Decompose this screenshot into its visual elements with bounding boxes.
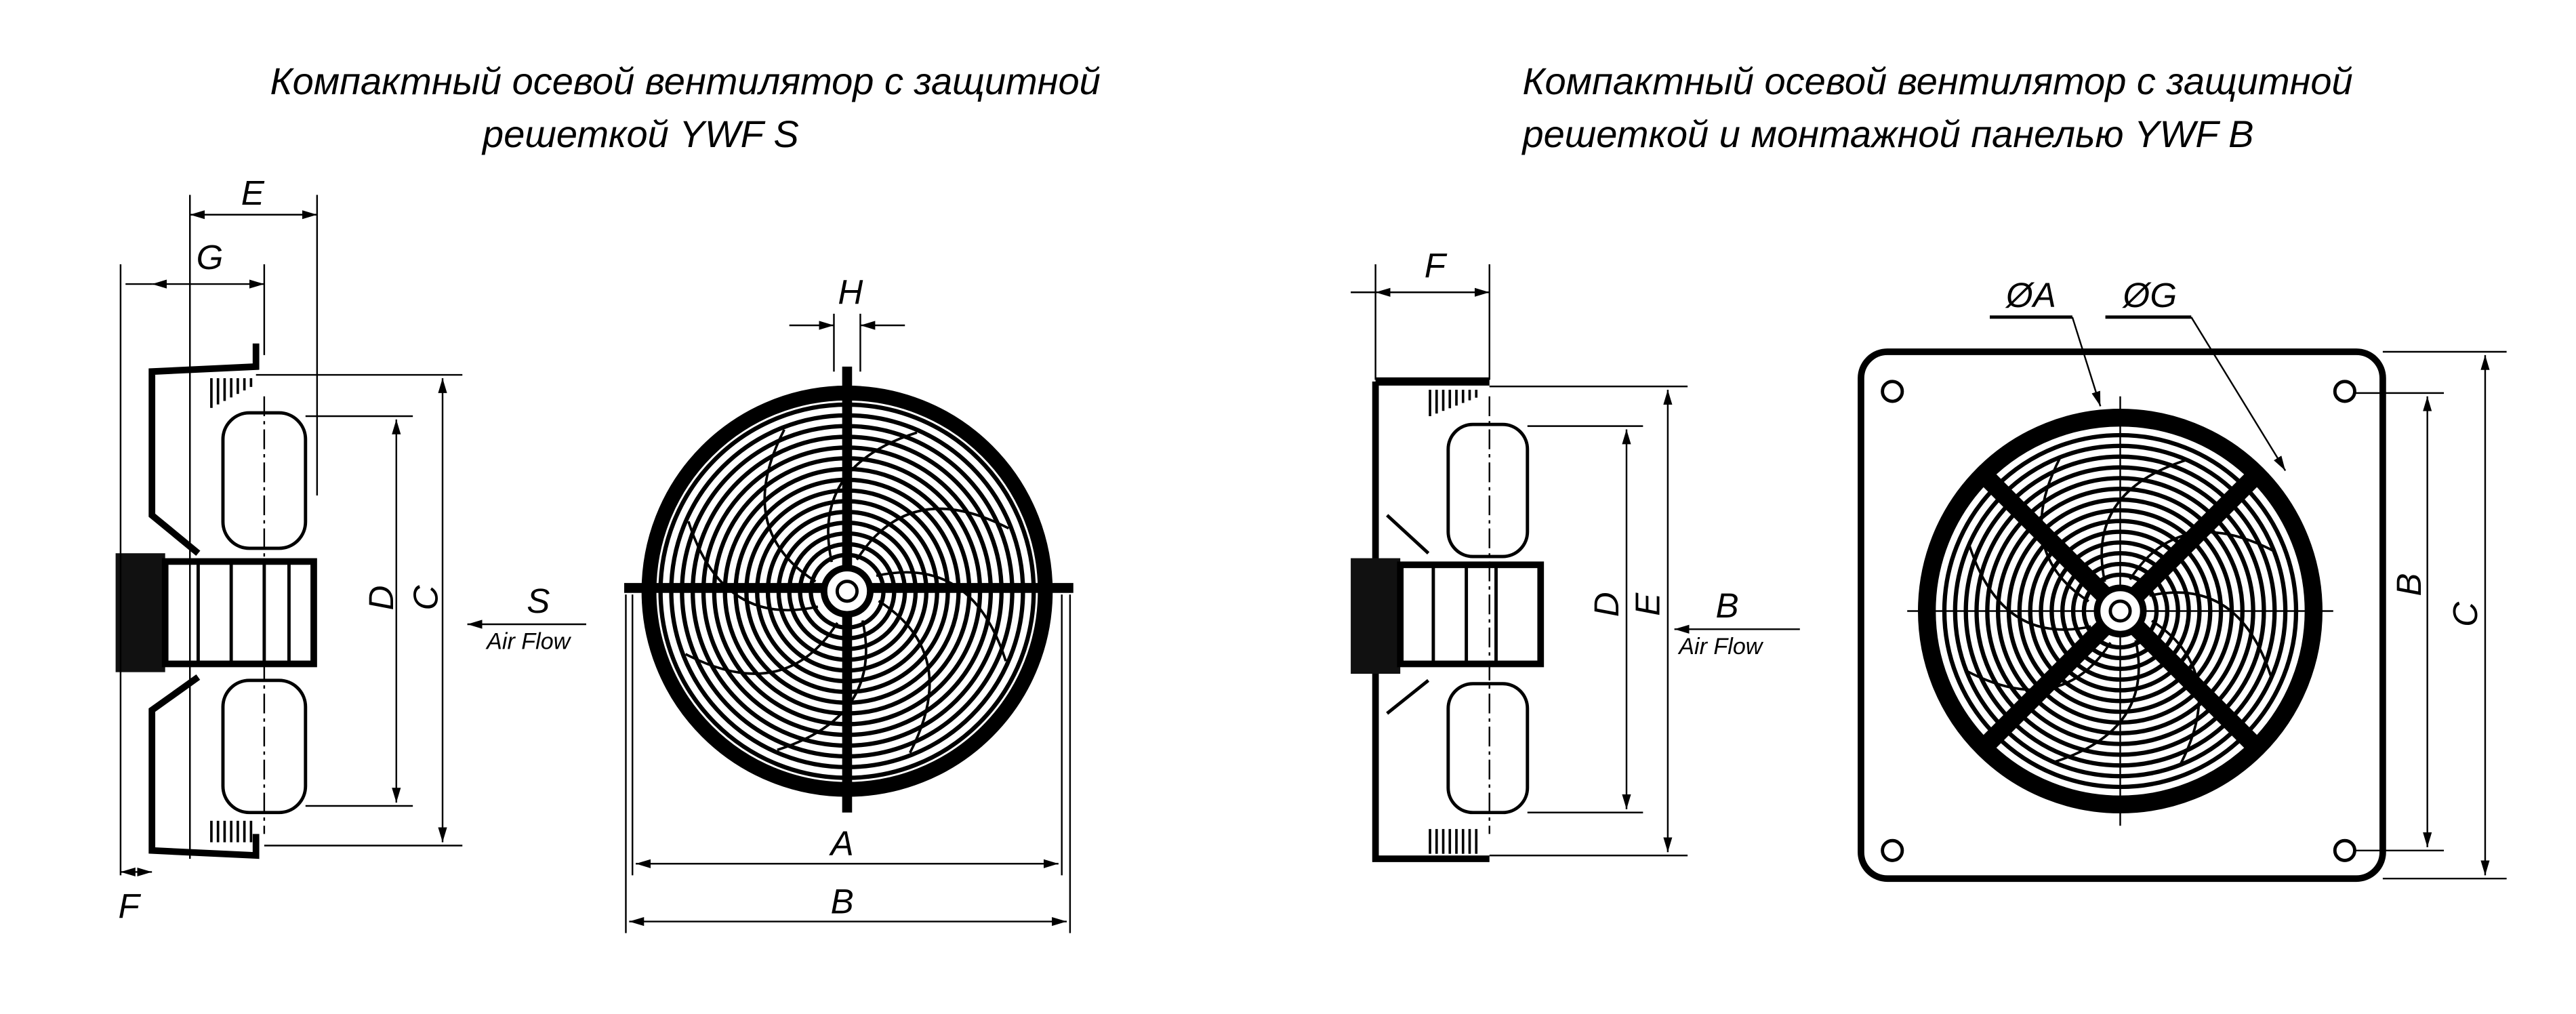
dim-label-C: C	[407, 584, 445, 610]
dim-label-H: H	[838, 272, 863, 311]
hatching	[1429, 390, 1478, 854]
left-title-line2: решеткой YWF S	[481, 113, 799, 155]
airflow-label: Air Flow	[1677, 634, 1764, 660]
airflow-label: Air Flow	[485, 629, 572, 655]
ywf-s-side-view: E G D C S Air Flow F	[115, 174, 586, 926]
dim-label-B: B	[2390, 573, 2428, 596]
blade-edge	[878, 600, 931, 754]
mounting-hole	[2333, 380, 2356, 403]
mounting-hole	[1881, 838, 1904, 862]
blade-edge	[2151, 620, 2201, 766]
hatching	[210, 378, 253, 843]
mounting-panel	[1858, 348, 2386, 883]
right-title: Компактный осевой вентилятор с защитной …	[1521, 60, 2352, 155]
blade-edge	[1967, 544, 2091, 631]
blade-edge	[2100, 458, 2188, 582]
left-title-line1: Компактный осевой вентилятор с защитной	[270, 60, 1101, 102]
motor-body	[1397, 561, 1545, 668]
dim-label-D: D	[1587, 592, 1626, 617]
dim-label-S: S	[527, 582, 550, 620]
blade-edge	[876, 571, 1007, 662]
blade-edge	[2040, 456, 2089, 603]
left-title: Компактный осевой вентилятор с защитной …	[270, 60, 1101, 155]
blade-outlines	[1965, 456, 2275, 766]
right-title-line2: решеткой и монтажной панелью YWF B	[1521, 113, 2253, 155]
dim-label-A: A	[829, 824, 854, 863]
mounting-hole	[1881, 380, 1904, 403]
blade-edge	[2149, 591, 2273, 678]
dim-label-diameter-G: ØG	[2122, 276, 2178, 315]
dim-label-F: F	[1425, 246, 1448, 285]
ywf-b-front-view: ØA ØG B C	[1858, 276, 2507, 883]
dim-label-G: G	[197, 238, 224, 277]
blade-edge	[2053, 640, 2140, 764]
dim-label-F: F	[118, 887, 141, 926]
ywf-b-side-view: F D E B Air Flow	[1351, 246, 1800, 862]
dim-label-B: B	[831, 882, 854, 920]
mounting-hole	[2333, 838, 2356, 862]
dim-label-diameter-A: ØA	[2005, 276, 2056, 315]
motor-back	[115, 553, 165, 672]
blade-edge	[2129, 531, 2275, 580]
blade-edge	[684, 622, 839, 675]
fan-blade-bottom	[1446, 682, 1530, 815]
fan-blade-top	[1446, 422, 1530, 559]
blade-edge	[855, 507, 1010, 561]
blade-edge	[827, 431, 918, 563]
motor-back	[1351, 558, 1401, 674]
blade-edge	[1965, 642, 2112, 691]
blade-outlines	[684, 428, 1010, 754]
dim-label-B-airflow: B	[1716, 586, 1739, 625]
ywf-s-front-view: H A B	[624, 272, 1074, 933]
dim-label-E: E	[1629, 592, 1667, 616]
blade-edge	[763, 428, 817, 583]
dim-label-E: E	[241, 174, 265, 212]
right-title-line1: Компактный осевой вентилятор с защитной	[1522, 60, 2352, 102]
blade-edge	[777, 620, 867, 752]
dim-label-C: C	[2446, 601, 2485, 627]
dim-label-D: D	[362, 586, 401, 611]
blade-edge	[687, 521, 819, 611]
motor-body	[161, 558, 317, 668]
